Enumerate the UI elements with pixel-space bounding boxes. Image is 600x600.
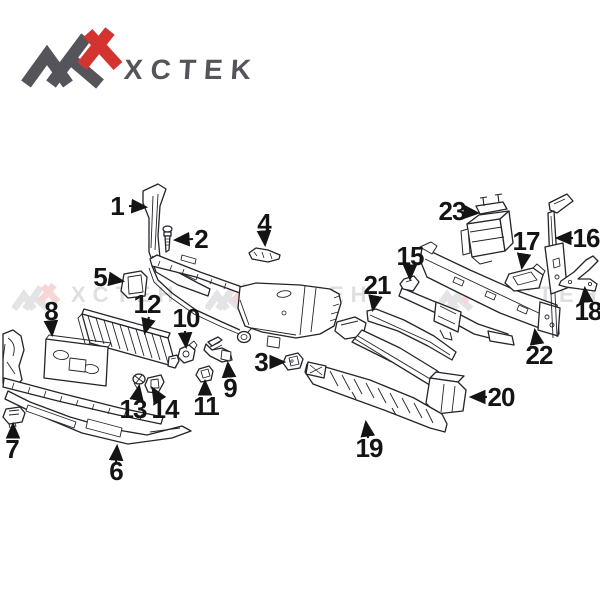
- part-4-strip-bracket: [248, 247, 281, 263]
- part-callout-2: 2: [194, 224, 209, 254]
- part-callout-18: 18: [574, 296, 600, 326]
- part-3-clip: [282, 352, 304, 371]
- part-12-shutter-panel: [77, 308, 177, 368]
- part-7-clip: [2, 406, 26, 429]
- part-callout-16: 16: [572, 223, 600, 253]
- part-23-bracket-box: [460, 193, 514, 265]
- brand-logo: XCTEK: [20, 18, 260, 92]
- part-callout-13: 13: [119, 394, 148, 424]
- part-11-clip: [195, 365, 214, 383]
- upper-tie-bar: [398, 287, 515, 346]
- bumper-cover: [148, 254, 342, 349]
- part-20-energy-absorber: [334, 316, 467, 415]
- part-22-reinforcement-beam: [419, 241, 561, 337]
- part-callout-23: 23: [438, 196, 467, 226]
- part-19-deflector-plate: [304, 361, 448, 433]
- part-18-side-bracket: [558, 255, 599, 292]
- part-callout-8: 8: [44, 296, 59, 326]
- part-callout-17: 17: [512, 226, 541, 256]
- part-callout-4: 4: [257, 208, 272, 238]
- small-clip: [167, 354, 180, 369]
- callout-arrows: [5, 198, 594, 463]
- part-callout-19: 19: [355, 433, 384, 463]
- part-callout-14: 14: [151, 394, 180, 424]
- part-callout-3: 3: [254, 347, 269, 377]
- part-callout-20: 20: [487, 382, 516, 412]
- part-callout-9: 9: [223, 373, 238, 403]
- brand-logo-icon: [21, 27, 123, 89]
- part-callout-11: 11: [193, 391, 219, 421]
- part-callout-6: 6: [109, 456, 124, 486]
- part-10-grommet: [177, 340, 198, 364]
- part-17-tray-bracket: [504, 263, 546, 292]
- part-callout-5: 5: [93, 262, 108, 292]
- part-13-screw: [132, 373, 146, 389]
- part-15-clip: [399, 275, 420, 292]
- part-callout-1: 1: [110, 191, 125, 221]
- part-5-plate: [120, 270, 148, 299]
- part-callout-10: 10: [172, 303, 201, 333]
- part-callout-7: 7: [5, 434, 20, 464]
- part-21-absorber-strip: [366, 308, 457, 361]
- part-9-bracket: [203, 336, 233, 363]
- part-8-plate-bracket: [43, 334, 112, 387]
- part-6-lower-valence: [2, 377, 192, 445]
- part-callout-15: 15: [396, 241, 425, 271]
- part-callout-21: 21: [363, 270, 392, 300]
- part-callout-22: 22: [525, 340, 554, 370]
- part-2-push-pin: [162, 225, 173, 253]
- part-callout-12: 12: [133, 289, 162, 319]
